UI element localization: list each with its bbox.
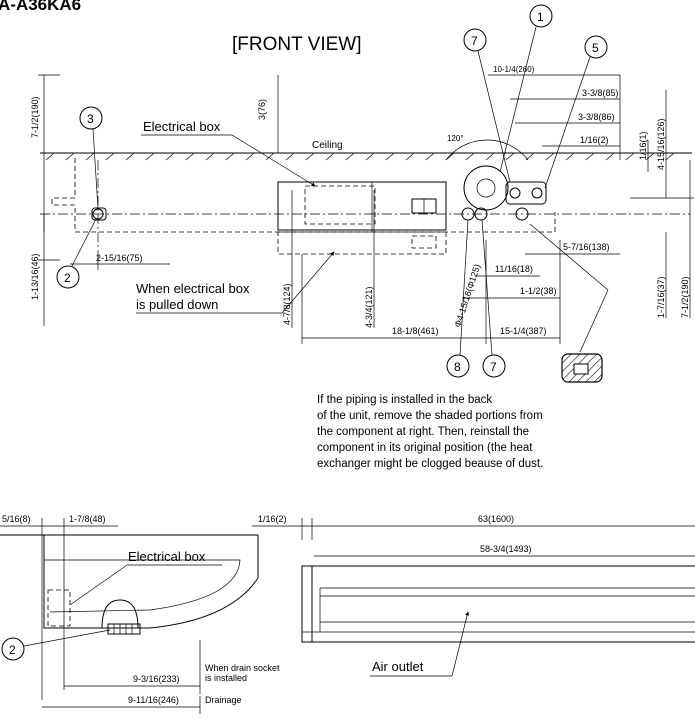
top-unit-outline — [301, 565, 695, 643]
shaded-component — [561, 353, 603, 383]
side-unit-outline — [0, 534, 259, 629]
side-electrical-box-label: Electrical box — [128, 549, 206, 564]
dim-2-top: 1/16(2) — [258, 514, 287, 524]
drainage-label: Drainage — [205, 695, 242, 705]
dim-38: 1-1/2(38) — [520, 286, 557, 296]
electrical-box — [277, 181, 447, 231]
dim-138: 5-7/16(138) — [563, 242, 610, 252]
dim-126: 4-15/16(126) — [656, 118, 666, 170]
dim-233: 9-3/16(233) — [133, 674, 180, 684]
svg-text:5: 5 — [592, 41, 599, 55]
dim-48: 1-7/8(48) — [69, 514, 106, 524]
electrical-box-label: Electrical box — [143, 119, 221, 134]
note-line-1: If the piping is installed in the back — [317, 394, 492, 406]
dim-18: 11/16(18) — [495, 264, 533, 274]
pipe-connector — [505, 181, 547, 205]
piping-note: If the piping is installed in the back o… — [317, 394, 543, 470]
angle-arc — [445, 139, 529, 161]
callout-3: 3 — [79, 106, 103, 210]
side-view: 5/16(8) 1-7/8(48) Electrical box 2 9-3/1… — [0, 514, 280, 714]
view-title: [FRONT VIEW] — [232, 34, 361, 55]
dim-1493: 58-3/4(1493) — [480, 544, 532, 554]
unit-outline — [51, 158, 556, 233]
dim-461: 18-1/8(461) — [392, 326, 439, 336]
dim-1600: 63(1600) — [478, 514, 514, 524]
drain-socket-label-1: When drain socket — [205, 663, 280, 673]
callout-4: 5 — [544, 35, 608, 189]
ceiling-hatch — [45, 152, 675, 161]
svg-text:3: 3 — [87, 112, 94, 126]
ceiling-label: Ceiling — [312, 140, 343, 151]
dim-46: 1-13/16(46) — [30, 253, 40, 300]
front-view: Electrical box Ceiling 120° When electri… — [30, 4, 694, 378]
side-electrical-box — [47, 589, 71, 627]
svg-text:2: 2 — [64, 271, 71, 285]
callout-8: 8 — [446, 219, 470, 378]
top-view: 1/16(2) 63(1600) 58-3/4(1493) Air outlet — [252, 514, 695, 677]
model-title: A-A36KA6 — [0, 0, 81, 14]
dim-75: 2-15/16(75) — [96, 253, 143, 263]
pipe-port-7 — [474, 207, 488, 221]
drain-pan-bump — [101, 599, 139, 629]
dim-121: 4-3/4(121) — [364, 286, 374, 328]
dim-85: 3-3/8(85) — [582, 88, 619, 98]
pulled-down-label-line2: is pulled down — [136, 297, 218, 312]
drain-socket — [107, 623, 141, 635]
note-line-2: of the unit, remove the shaded portions … — [317, 410, 543, 422]
note-line-3: the component at right. Then, reinstall … — [317, 426, 529, 438]
svg-text:7: 7 — [490, 360, 497, 374]
dim-246: 9-11/16(246) — [128, 695, 179, 705]
terminal-block-pulled — [411, 235, 437, 249]
svg-text:8: 8 — [454, 360, 461, 374]
drain-port — [515, 207, 529, 221]
dim-124: 4-7/8(124) — [282, 283, 292, 325]
electrical-box-inner — [304, 185, 376, 225]
dim-1: 1/16(1) — [638, 131, 648, 160]
dim-387: 15-1/4(387) — [500, 326, 547, 336]
callout-1: 1 — [499, 4, 553, 173]
callout-2: 2 — [56, 218, 97, 289]
side-callout-2: 2 — [1, 629, 111, 661]
dim-190-right: 7-1/2(190) — [680, 276, 690, 318]
air-outlet-label: Air outlet — [372, 659, 424, 674]
dim-76: 3(76) — [257, 99, 267, 120]
dim-260: 10-1/4(260) — [493, 65, 535, 74]
electrical-box-pulled — [277, 231, 447, 255]
dim-125: Φ4-15/16(Φ125) — [452, 263, 482, 329]
pulled-down-label-line1: When electrical box — [136, 281, 250, 296]
callout-7: 7 — [481, 219, 506, 378]
note-line-5: exchanger might be clogged beause of dus… — [317, 458, 543, 470]
piping-hole — [463, 165, 509, 211]
svg-text:1: 1 — [537, 10, 544, 24]
svg-text:2: 2 — [9, 643, 16, 657]
note-line-4: component in its original position (the … — [317, 442, 533, 454]
dim-2-right: 1/16(2) — [580, 135, 609, 145]
dim-190-left: 7-1/2(190) — [30, 96, 40, 138]
dim-37: 1-7/16(37) — [656, 276, 666, 318]
callout-5: 7 — [463, 28, 511, 183]
drain-socket-label-2: is installed — [205, 673, 247, 683]
dim-86: 3-3/8(86) — [578, 112, 615, 122]
angle-label: 120° — [447, 134, 464, 143]
dim-8: 5/16(8) — [2, 514, 31, 524]
svg-text:7: 7 — [471, 34, 478, 48]
